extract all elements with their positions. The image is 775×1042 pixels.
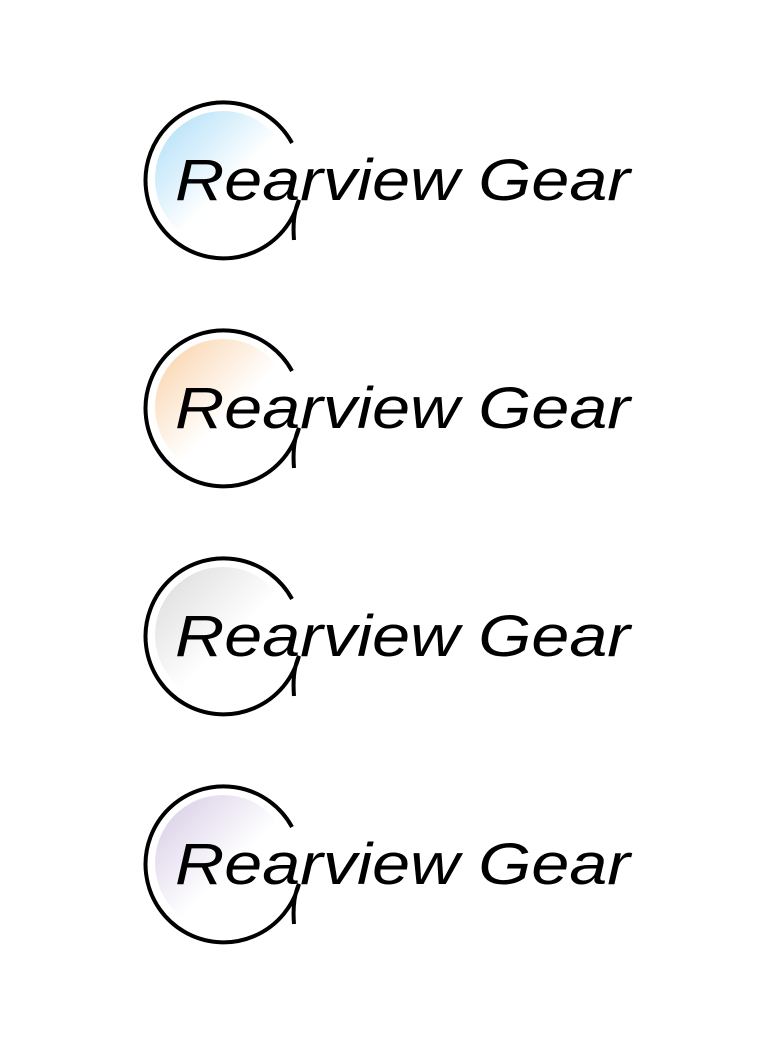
ring-arc [143,784,301,945]
ring-arc [143,100,301,261]
logo-variant-orange: Rearview Gear [0,293,775,521]
logo-mark: Rearview Gear [143,784,633,945]
logo-mark: Rearview Gear [143,328,633,489]
logo-variant-blue: Rearview Gear [0,65,775,293]
logo-mark: Rearview Gear [143,556,633,717]
logo-wordmark: Rearview Gear [175,832,633,897]
logo-wordmark: Rearview Gear [175,148,633,213]
logo-variant-gray: Rearview Gear [0,521,775,749]
gradient-disc [155,567,291,703]
gradient-disc [155,339,291,475]
logo-mark: Rearview Gear [143,100,633,261]
gradient-disc [155,111,291,247]
logo-wordmark: Rearview Gear [175,604,633,669]
logo-variant-purple: Rearview Gear [0,749,775,977]
ring-arc [143,556,301,717]
logo-wordmark: Rearview Gear [175,376,633,441]
ring-arc [143,328,301,489]
gradient-disc [155,795,291,931]
